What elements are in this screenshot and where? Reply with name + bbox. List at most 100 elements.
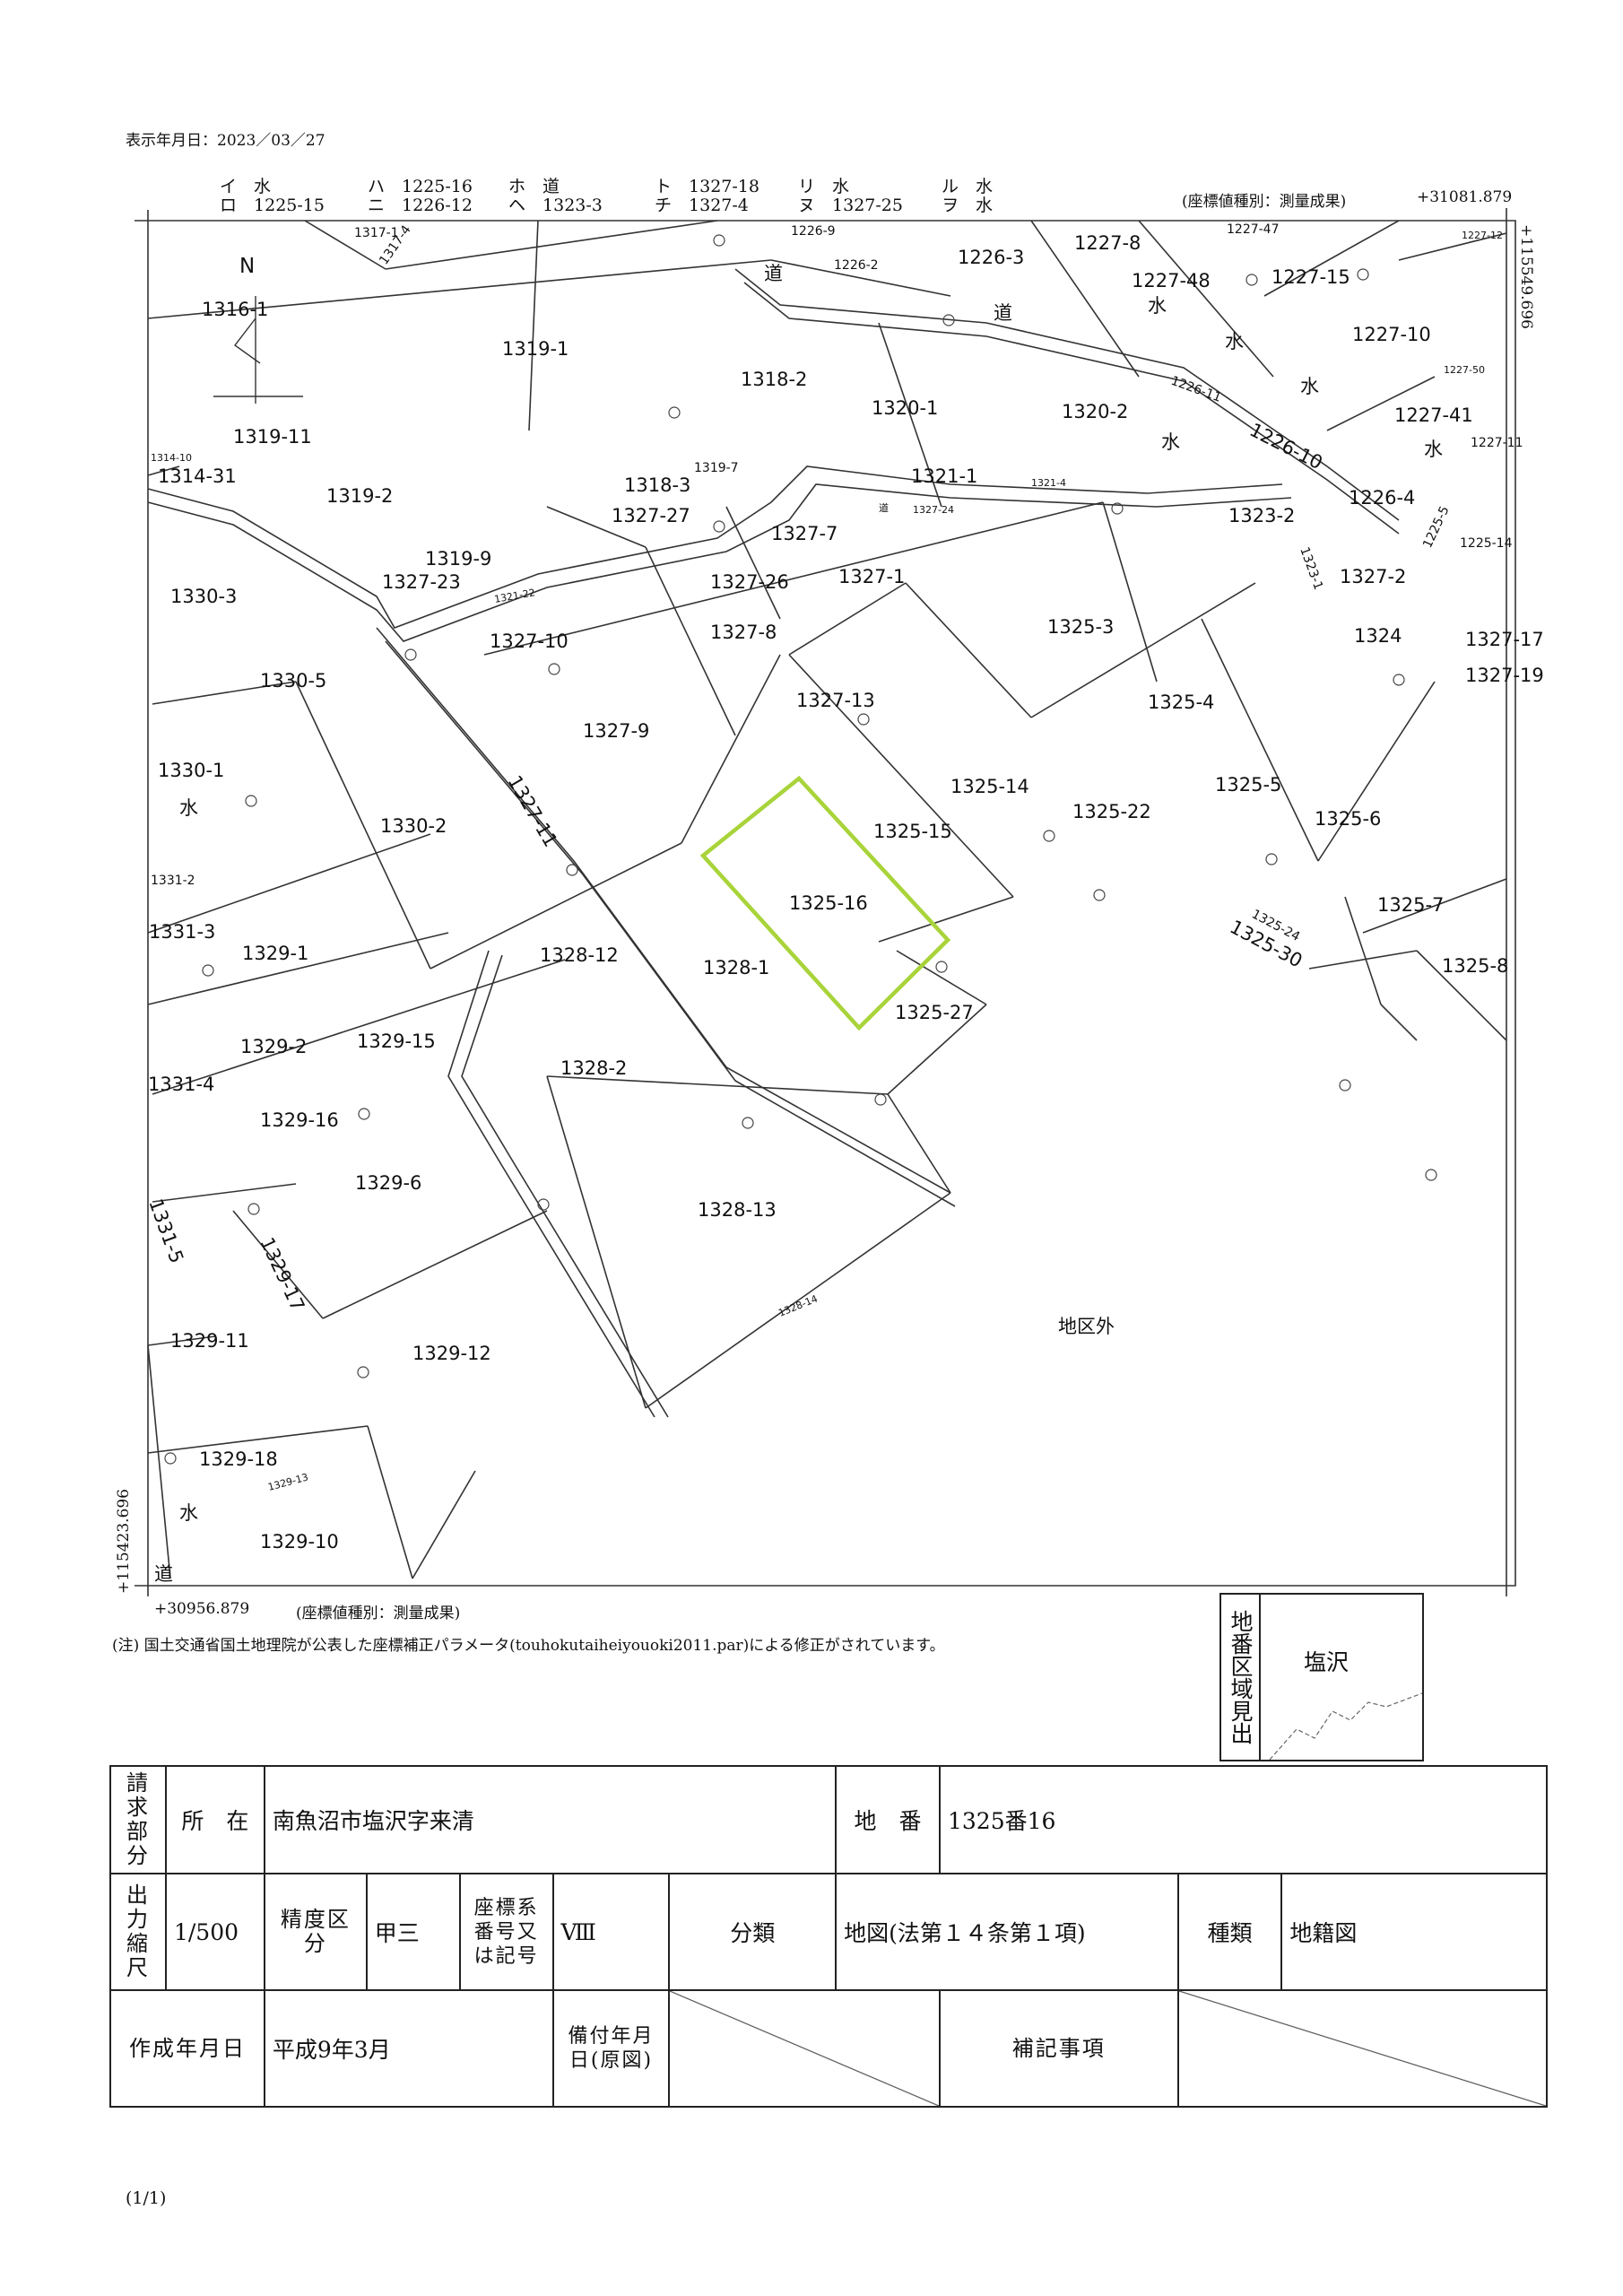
parcel-label: 1325-6	[1315, 808, 1381, 830]
legend-key: ヘ	[508, 196, 526, 215]
roads	[147, 268, 1400, 1418]
created-value: 平成9年3月	[263, 1989, 554, 2108]
parcel-label: 1325-8	[1442, 955, 1508, 977]
parcel-label: 1327-10	[490, 631, 568, 652]
outside-area-label: 地区外	[1058, 1316, 1115, 1337]
accuracy-label: 精度区分	[263, 1873, 368, 1991]
legend-key: ロ	[220, 196, 238, 215]
parcel-label: 1328-12	[540, 944, 619, 966]
parcel-label: 1319-2	[326, 485, 393, 507]
legend-key: ト	[655, 177, 673, 196]
water-label: 水	[1225, 331, 1244, 352]
parcel-label: 1314-31	[158, 465, 237, 487]
north-label: N	[239, 255, 255, 278]
notes-blank	[1176, 1989, 1549, 2108]
class-label: 分類	[668, 1873, 838, 1991]
parcel-label: 1227-12	[1462, 230, 1503, 241]
parcel-label: 1225-14	[1460, 536, 1513, 551]
water-label: 水	[1148, 295, 1167, 317]
map-labels: N 地区外 1325-16 1317-1 1317-4 1316-1 1319-…	[144, 222, 1543, 1585]
correction-note: (注) 国土交通省国土地理院が公表した座標補正パラメータ(touhokutaih…	[112, 1637, 945, 1655]
parcel-label: 1225-5	[1420, 504, 1452, 551]
legend-value: 1226-12	[402, 196, 473, 215]
legend-value: 1327-25	[832, 196, 903, 215]
north-arrow-head	[234, 317, 261, 364]
parcel-label: 1321-22	[493, 587, 536, 605]
parcel-label: 1329-1	[242, 943, 308, 964]
water-label: 水	[1300, 376, 1319, 397]
parcel-label: 1226-10	[1246, 419, 1326, 474]
water-label: 水	[1161, 431, 1180, 453]
notes-label: 補記事項	[939, 1989, 1179, 2108]
parcel-label: 1323-2	[1228, 505, 1295, 526]
parcel-label: 1316-1	[202, 299, 268, 320]
parcel-label: 1319-9	[425, 548, 491, 570]
legend-key: チ	[655, 196, 673, 215]
parcel-label: 1325-27	[895, 1002, 974, 1023]
parcel-label: 1325-15	[873, 821, 952, 842]
kind-label: 種類	[1176, 1873, 1283, 1991]
legend: イ 水 ロ 1225-15 ハ 1225-16 ニ 1226-12 ホ 道 ヘ …	[220, 178, 1027, 219]
legend-key: リ	[798, 177, 816, 196]
water-label: 水	[179, 1502, 198, 1524]
parcel-label: 1314-10	[151, 452, 192, 464]
parcel-label: 1327-27	[612, 505, 690, 526]
parcel-label: 1327-24	[913, 504, 954, 516]
parcel-label: 1227-10	[1352, 324, 1431, 345]
class-value: 地図(法第１４条第１項)	[835, 1873, 1179, 1991]
coord-right-vertical: +115549.696	[1517, 224, 1535, 329]
legend-value: 1225-16	[402, 177, 473, 196]
parcel-label: 1330-3	[170, 586, 237, 607]
parcel-label: 1327-1	[838, 566, 905, 587]
parcel-label: 1325-3	[1047, 616, 1114, 638]
legend-value: 水	[976, 196, 994, 215]
parcel-label: 1227-15	[1271, 266, 1350, 288]
parcel-label: 1320-2	[1062, 401, 1128, 422]
location-value: 南魚沼市塩沢字来清	[263, 1765, 838, 1874]
accuracy-value: 甲三	[365, 1873, 461, 1991]
legend-key: ル	[942, 177, 959, 196]
legend-value: 水	[832, 177, 850, 196]
legend-value: 1327-18	[689, 177, 759, 196]
district-key-map	[1269, 1692, 1422, 1760]
parcel-label: 1321-4	[1031, 477, 1066, 489]
coord-system-value: Ⅷ	[551, 1873, 671, 1991]
parcel-label: 1329-2	[240, 1036, 307, 1057]
parcel-label: 1329-11	[170, 1330, 249, 1352]
kind-value: 地籍図	[1280, 1873, 1548, 1991]
parcel-label: 1330-1	[158, 760, 224, 781]
district-key-title: 地番区域見出	[1221, 1595, 1261, 1760]
parcel-label: 1319-1	[502, 338, 568, 360]
parcel-label: 1329-15	[357, 1031, 436, 1052]
parcel-label: 1319-11	[233, 426, 312, 448]
parcel-label: 1329-17	[256, 1234, 308, 1315]
parcel-label: 1323-1	[1297, 545, 1325, 592]
coord-bottom-left: +30956.879	[154, 1600, 250, 1618]
highlighted-parcel-outline	[699, 775, 951, 1031]
parcel-label: 1331-5	[144, 1196, 187, 1266]
parcel-label: 1227-47	[1227, 222, 1280, 237]
parcel-label: 1328-2	[560, 1057, 627, 1079]
parcel-label: 1327-9	[583, 720, 649, 742]
district-name: 塩沢	[1304, 1649, 1350, 1675]
parcel-label: 1318-2	[741, 369, 807, 390]
display-date: 表示年月日：2023／03／27	[126, 132, 325, 150]
coord-top-right: +31081.879	[1417, 188, 1513, 206]
parcel-label: 1227-11	[1471, 436, 1523, 450]
road-label: 道	[879, 501, 889, 514]
parcel-label: 1327-8	[710, 622, 777, 643]
legend-key: イ	[220, 177, 238, 196]
parcel-label: 1226-2	[834, 258, 879, 273]
legend-key: ニ	[368, 196, 386, 215]
parcel-label: 1327-7	[771, 523, 838, 544]
cadastral-map: N 地区外 1325-16 1317-1 1317-4 1316-1 1319-…	[135, 208, 1544, 1596]
parcel-label: 1327-11	[504, 772, 562, 851]
legend-key: ヌ	[798, 196, 816, 215]
water-label: 水	[1424, 439, 1443, 460]
parcel-label: 1318-3	[624, 474, 690, 496]
parcel-label: 1327-17	[1465, 629, 1544, 650]
parcel-label: 1328-14	[777, 1293, 819, 1319]
parcel-boundaries	[147, 220, 1507, 1579]
road-label: 道	[154, 1563, 173, 1585]
coord-type-bottom: (座標値種別：測量成果)	[296, 1605, 461, 1622]
